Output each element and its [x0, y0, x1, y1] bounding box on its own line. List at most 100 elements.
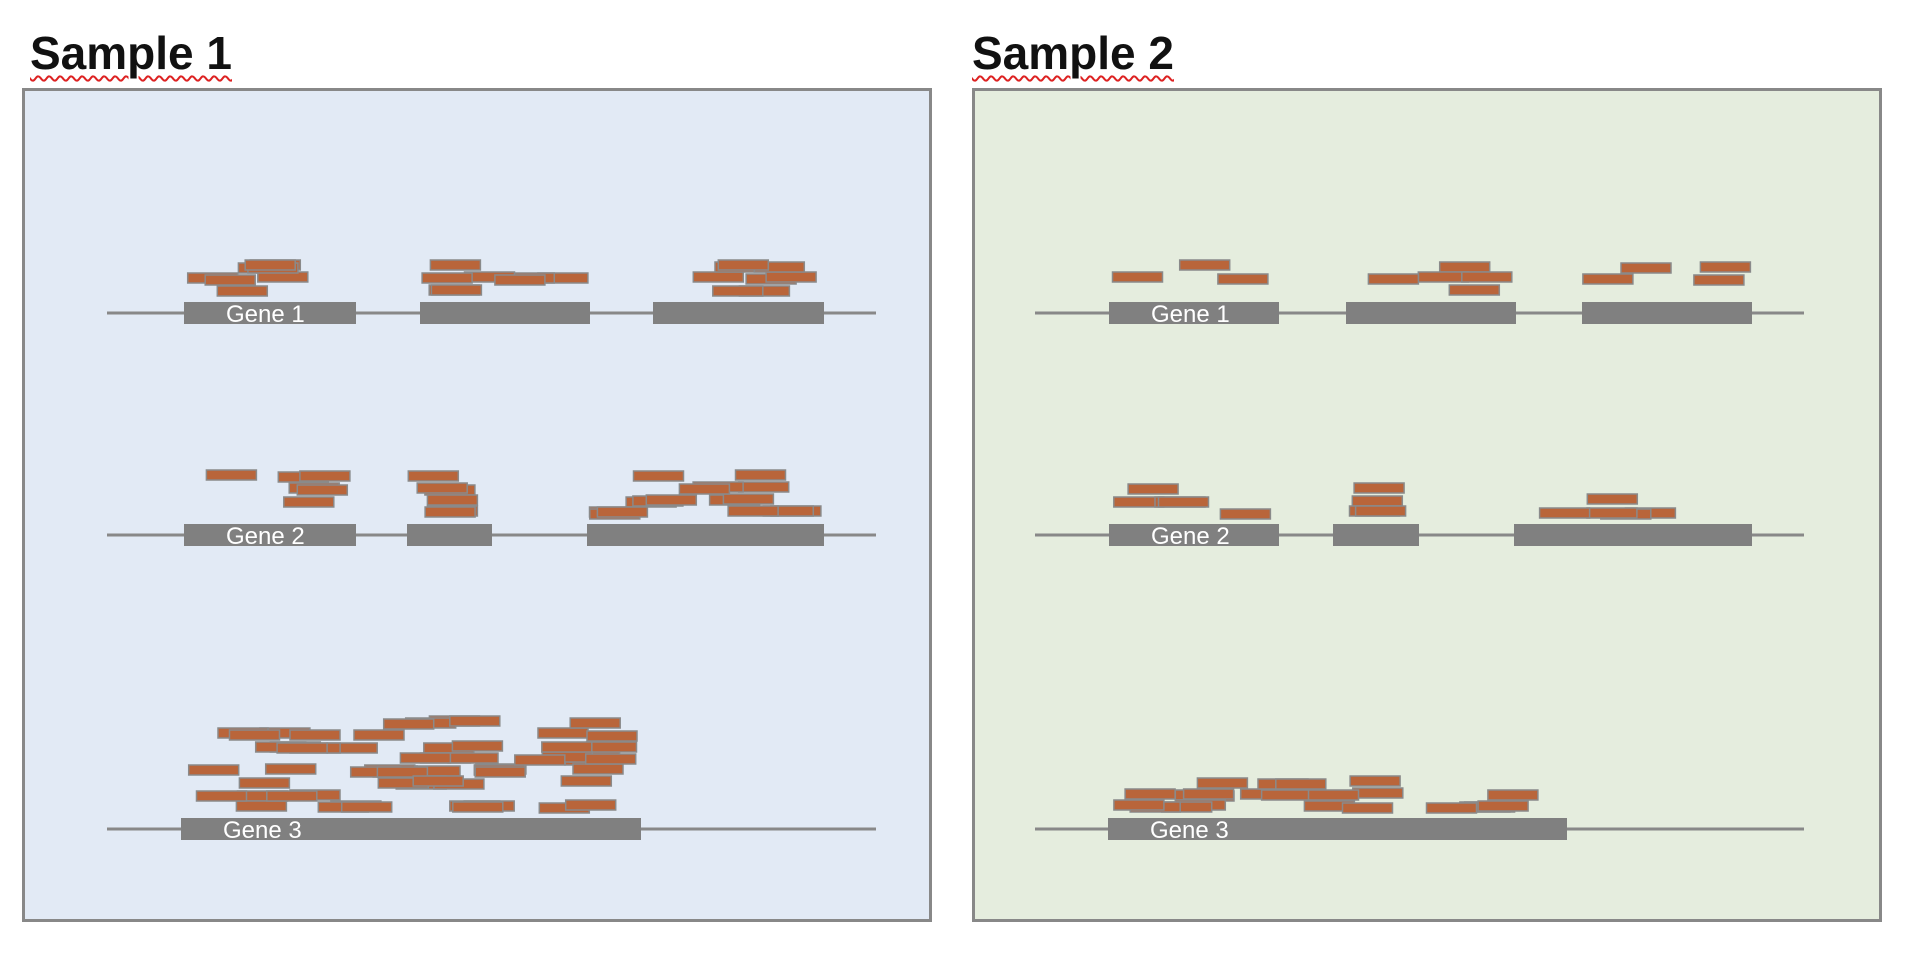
- sequencing-read: [1699, 261, 1752, 273]
- sequencing-read: [722, 493, 775, 505]
- sequencing-read: [1351, 495, 1404, 507]
- sequencing-read: [216, 285, 269, 297]
- sequencing-read: [1217, 273, 1269, 285]
- sequencing-read: [1354, 505, 1407, 517]
- sample-2-tracks: Gene 1 Gene 2 Gene 3: [1035, 259, 1804, 844]
- sequencing-read: [537, 727, 589, 739]
- sequencing-read: [541, 741, 593, 753]
- sequencing-read: [1620, 262, 1672, 274]
- exon-2: [407, 524, 492, 546]
- sequencing-read: [1111, 271, 1164, 283]
- sequencing-read: [195, 790, 248, 802]
- exon-1: [181, 818, 641, 840]
- sequencing-read: [1448, 284, 1501, 296]
- sequencing-read: [734, 469, 787, 481]
- gene-label: Gene 3: [1150, 817, 1229, 844]
- sequencing-read: [645, 494, 698, 506]
- sequencing-read: [584, 753, 637, 765]
- gene-label: Gene 2: [1151, 523, 1230, 550]
- exon-2: [1333, 524, 1419, 546]
- sequencing-read: [452, 801, 504, 813]
- exon-1: [1109, 524, 1279, 546]
- sequencing-read: [430, 284, 483, 296]
- sequencing-read: [429, 259, 482, 271]
- sequencing-read: [289, 729, 341, 741]
- exon-3: [1582, 302, 1752, 324]
- exon-2: [420, 302, 590, 324]
- sequencing-read: [353, 729, 405, 741]
- sequencing-read: [412, 775, 464, 787]
- sequencing-read: [494, 274, 546, 286]
- exon-3: [1514, 524, 1752, 546]
- sequencing-read: [1341, 802, 1394, 814]
- sequencing-read: [1113, 799, 1165, 811]
- sample-2-panel: Gene 1 Gene 2 Gene 3: [972, 88, 1882, 922]
- sequencing-read: [1477, 800, 1529, 812]
- sequencing-read: [376, 766, 429, 778]
- exon-1: [1108, 818, 1567, 840]
- sequencing-read: [228, 729, 281, 741]
- sequencing-read: [244, 259, 296, 271]
- sequencing-read: [596, 506, 649, 518]
- sequencing-read: [235, 800, 288, 812]
- sample-1-title-text: Sample 1: [30, 27, 232, 79]
- sequencing-read: [447, 752, 499, 764]
- sequencing-read: [382, 718, 435, 730]
- sequencing-read: [1124, 788, 1176, 800]
- sequencing-read: [712, 285, 764, 297]
- gene-track-2: Gene 2: [1035, 482, 1804, 550]
- sequencing-read: [1538, 507, 1591, 519]
- gene-track-3: Gene 3: [1035, 775, 1804, 844]
- sequencing-read: [1182, 788, 1235, 800]
- sequencing-read: [632, 470, 685, 482]
- sequencing-read: [569, 717, 621, 729]
- sequencing-read: [1196, 777, 1249, 789]
- sequencing-read: [1127, 483, 1179, 495]
- sequencing-read: [1157, 496, 1210, 508]
- sequencing-read: [283, 496, 335, 508]
- sequencing-read: [474, 766, 526, 778]
- exon-1: [184, 524, 356, 546]
- sequencing-read: [572, 763, 624, 775]
- sequencing-read: [678, 483, 731, 495]
- gene-label: Gene 1: [1151, 301, 1230, 328]
- gene-track-2: Gene 2: [107, 469, 876, 550]
- sequencing-read: [727, 505, 779, 517]
- sample-2-title: Sample 2: [972, 30, 1174, 76]
- sequencing-read: [737, 481, 790, 493]
- sequencing-read: [1352, 787, 1404, 799]
- gene-label: Gene 3: [223, 817, 302, 844]
- sequencing-read: [424, 506, 476, 518]
- sequencing-read: [421, 272, 473, 284]
- sequencing-read: [765, 271, 817, 283]
- sample-1-title: Sample 1: [30, 30, 232, 76]
- sequencing-read: [187, 764, 240, 776]
- sequencing-read: [1586, 507, 1638, 519]
- sequencing-read: [1417, 271, 1470, 283]
- sequencing-read: [266, 790, 318, 802]
- sequencing-read: [449, 715, 501, 727]
- sequencing-read: [407, 470, 460, 482]
- gene-track-3: Gene 3: [107, 715, 876, 844]
- sequencing-read: [264, 763, 317, 775]
- sequencing-read: [1307, 789, 1360, 801]
- sequencing-read: [1582, 273, 1634, 285]
- sequencing-read: [586, 730, 638, 742]
- sequencing-read: [451, 740, 504, 752]
- sequencing-read: [560, 775, 613, 787]
- sequencing-read: [1275, 778, 1327, 790]
- exon-3: [653, 302, 824, 324]
- sequencing-read: [1461, 271, 1513, 283]
- sequencing-read: [1219, 508, 1272, 520]
- gene-track-1: Gene 1: [1035, 259, 1804, 328]
- sequencing-read: [205, 469, 258, 481]
- sequencing-read: [1353, 482, 1405, 494]
- sequencing-read: [1178, 259, 1231, 271]
- sequencing-read: [564, 799, 617, 811]
- sequencing-read: [1349, 775, 1401, 787]
- sequencing-read: [1438, 261, 1491, 273]
- sample-2-title-text: Sample 2: [972, 27, 1174, 79]
- exon-1: [184, 302, 356, 324]
